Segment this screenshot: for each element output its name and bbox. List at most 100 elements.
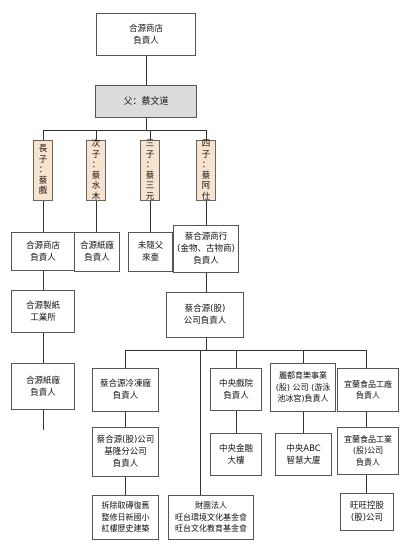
son4-char: 子: [201, 149, 211, 160]
connector-root-father: [146, 55, 147, 85]
son2-char: 子: [91, 149, 101, 160]
lido-line: 池冰宮)負責人: [277, 394, 329, 404]
yilan-corp-line: 負責人: [356, 457, 380, 467]
connector-col5: [366, 350, 367, 493]
root-line-1: 合源商店: [128, 23, 163, 34]
connector-sons-bar: [43, 130, 206, 131]
connector-son3: [150, 130, 151, 140]
want-want-line: 旺旺控股: [349, 501, 384, 511]
son1-char: ：: [38, 165, 48, 176]
son3-note-node: 未隨父 來臺: [128, 232, 173, 272]
yilan-corp-line: (股)公司: [352, 446, 384, 456]
son3-char: 三: [145, 181, 155, 191]
keelung-branch-line: 基隆分公司: [104, 447, 147, 457]
foundation-line: 財團法人: [195, 501, 227, 511]
yilan-corp-line: 宜蘭食品工業: [344, 434, 392, 444]
son2-paperfactory-node: 合源紙廠 負責人: [74, 232, 120, 272]
son3-note-line: 未隨父: [137, 241, 164, 251]
keelung-branch-node: 蔡合源(股)公司 基隆分公司 負責人: [92, 427, 159, 477]
son-node-1: 長 子 ： 蔡 戲: [33, 140, 53, 201]
red-building-restoration-node: 拆除取磚復舊 整修日新國小 紅樓歷史建築: [92, 495, 159, 540]
red-building-line: 紅樓歷史建築: [101, 524, 150, 534]
son1-char: 子: [38, 154, 48, 165]
connector-son4-down: [206, 201, 207, 351]
son-node-3: 三 子 ： 蔡 三 元: [140, 139, 160, 202]
father-node: 父：蔡文道: [95, 85, 197, 118]
keelung-branch-line: 蔡合源(股)公司: [96, 435, 155, 445]
son1-papermill-node: 合源製紙 工業所: [11, 290, 75, 333]
central-theater-line: 中央戲院: [218, 378, 253, 389]
son4-corp-node: 蔡合源(股) 公司負責人: [166, 292, 244, 338]
son2-char: 次: [91, 139, 101, 149]
cold-storage-line: 負責人: [112, 391, 139, 401]
yilan-factory-line: 負責人: [356, 391, 380, 400]
son1-store-line: 合源商店: [25, 240, 60, 251]
connector-companies-bar: [125, 350, 366, 351]
red-building-line: 整修日新國小: [101, 512, 150, 522]
central-abc-line: 智慧大廈: [286, 455, 321, 466]
son1-store-line: 負責人: [30, 252, 56, 263]
connector-son1: [43, 130, 44, 140]
central-abc-node: 中央ABC 智慧大廈: [275, 433, 332, 476]
cold-storage-node: 蔡合源冷凍廠 負責人: [92, 368, 159, 412]
son-node-4: 四 子 ： 蔡 阿 仕: [196, 139, 216, 202]
son3-char: 三: [145, 139, 155, 149]
son4-corp-line: 公司負責人: [183, 316, 227, 326]
connector-father-sons: [146, 118, 147, 130]
lido-line: 麗都育樂事業: [279, 371, 327, 381]
son4-trading-line: (金物、古物商): [177, 244, 235, 254]
son1-paperfactory-line: 負責人: [30, 387, 56, 398]
cold-storage-line: 蔡合源冷凍廠: [99, 379, 151, 389]
son1-char: 戲: [38, 186, 48, 197]
son2-char: ：: [91, 160, 101, 170]
son1-paperfactory-node: 合源紙廠 負責人: [11, 363, 75, 410]
central-abc-line: 中央ABC: [286, 443, 321, 454]
son4-corp-line: 蔡合源(股): [184, 304, 226, 314]
central-finance-line: 大樓: [227, 455, 245, 466]
son4-trading-line: 負責人: [193, 256, 219, 266]
son1-paperfactory-line: 合源紙廠: [25, 375, 60, 386]
son1-char: 長: [38, 144, 48, 155]
connector-col1: [125, 350, 126, 496]
central-theater-line: 負責人: [223, 390, 249, 401]
red-building-line: 拆除取磚復舊: [101, 501, 150, 511]
son3-note-line: 來臺: [141, 253, 159, 263]
son3-char: ：: [145, 160, 155, 170]
want-want-holdings-node: 旺旺控股 (股)公司: [340, 493, 394, 531]
son2-char: 水: [91, 181, 101, 191]
son1-papermill-line: 工業所: [30, 312, 56, 323]
central-finance-tower-node: 中央金融 大樓: [210, 433, 262, 476]
foundation-line: 旺台環境文化基金會: [175, 512, 247, 522]
central-theater-node: 中央戲院 負責人: [210, 368, 262, 411]
son3-char: 蔡: [145, 170, 155, 181]
son1-store-node: 合源商店 負責人: [11, 232, 75, 271]
connector-son3-down: [150, 201, 151, 232]
son4-trading-line: 蔡合源商行: [184, 232, 228, 242]
want-want-line: (股)公司: [350, 513, 384, 523]
son4-char: ：: [201, 160, 211, 170]
central-finance-line: 中央金融: [218, 443, 253, 454]
foundation-node: 財團法人 旺台環境文化基金會 旺台文化教育基金會: [168, 495, 254, 540]
son-node-2: 次 子 ： 蔡 水 木: [86, 139, 106, 202]
root-line-2: 負責人: [133, 35, 159, 46]
yilan-food-factory-node: 宜蘭食品工廠 負責人: [337, 368, 399, 412]
son2-paperfactory-line: 合源紙廠: [79, 241, 114, 251]
son4-char: 四: [201, 139, 211, 149]
foundation-line: 旺台文化教育基金會: [175, 524, 247, 534]
lido-recreation-node: 麗都育樂事業 (股) 公司 (游泳 池冰宮)負責人: [270, 363, 336, 412]
connector-col2: [200, 350, 201, 495]
father-label: 父：蔡文道: [123, 96, 169, 107]
lido-line: (股) 公司 (游泳: [275, 382, 331, 392]
connector-son2-down: [96, 201, 97, 232]
keelung-branch-line: 負責人: [112, 459, 139, 469]
son2-char: 木: [91, 191, 101, 202]
son4-char: 阿: [201, 181, 211, 191]
son4-char: 蔡: [201, 170, 211, 181]
son1-char: 蔡: [38, 175, 48, 186]
son2-paperfactory-line: 負責人: [84, 253, 110, 263]
son2-char: 蔡: [91, 170, 101, 181]
son4-char: 仕: [201, 191, 211, 202]
son3-char: 子: [145, 149, 155, 160]
yilan-food-corp-node: 宜蘭食品工業 (股)公司 負責人: [337, 427, 399, 475]
